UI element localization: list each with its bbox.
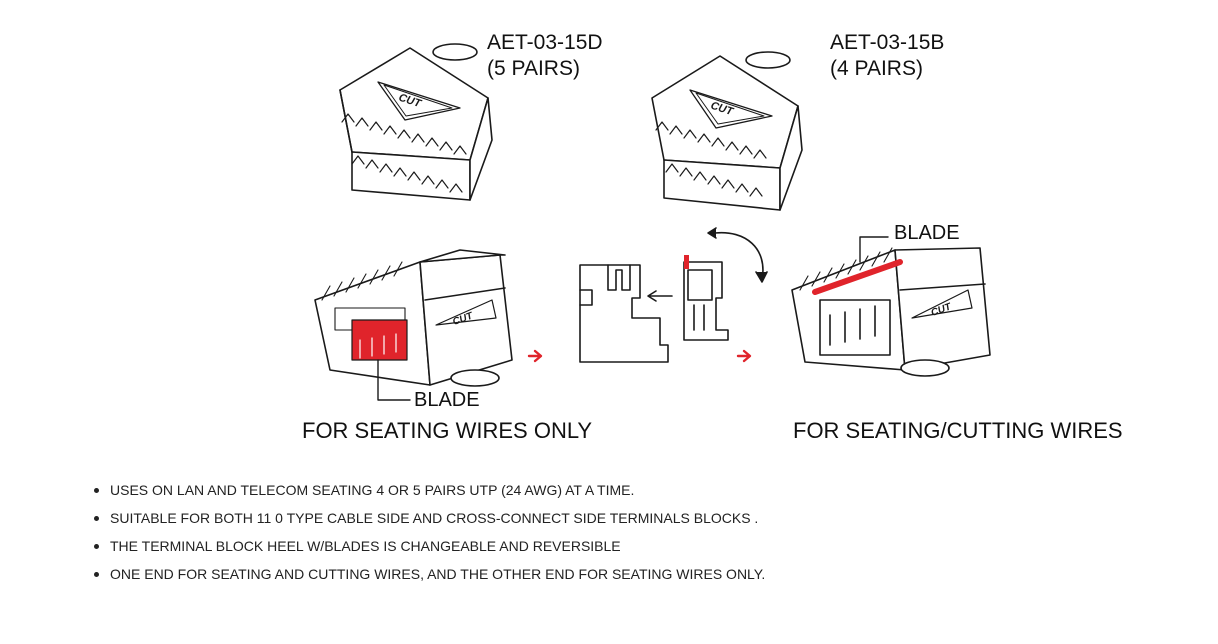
red-arrow-icon <box>736 349 752 363</box>
seating-tool-illustration: CUT <box>314 249 513 401</box>
blade-label: BLADE <box>894 222 960 244</box>
feature-item: SUITABLE FOR BOTH 11 0 TYPE CABLE SIDE A… <box>92 508 765 536</box>
blade-label: BLADE <box>414 389 480 411</box>
product-diagram: CUT CUT <box>302 31 1123 443</box>
diagram-drawing: CUT CUT <box>314 43 991 401</box>
rotate-arrow-icon <box>714 231 764 281</box>
blade-heel-illustration <box>579 255 729 363</box>
cutting-tool-illustration: CUT <box>791 236 991 377</box>
caption-seating-cutting: FOR SEATING/CUTTING WIRES <box>793 418 1123 443</box>
pairs-label: (5 PAIRS) <box>487 57 580 80</box>
feature-item: USES ON LAN AND TELECOM SEATING 4 OR 5 P… <box>92 480 765 508</box>
model-label: AET-03-15D <box>487 31 603 54</box>
tool-4-pairs-illustration: CUT <box>651 51 803 211</box>
feature-item: THE TERMINAL BLOCK HEEL W/BLADES IS CHAN… <box>92 536 765 564</box>
tool-5-pairs-illustration: CUT <box>339 43 493 201</box>
feature-item: ONE END FOR SEATING AND CUTTING WIRES, A… <box>92 564 765 592</box>
pairs-label: (4 PAIRS) <box>830 57 923 80</box>
red-arrow-icon <box>527 349 543 363</box>
model-label: AET-03-15B <box>830 31 945 54</box>
feature-list: USES ON LAN AND TELECOM SEATING 4 OR 5 P… <box>92 480 765 592</box>
caption-seating: FOR SEATING WIRES ONLY <box>302 418 593 443</box>
blade-highlight <box>351 319 408 361</box>
